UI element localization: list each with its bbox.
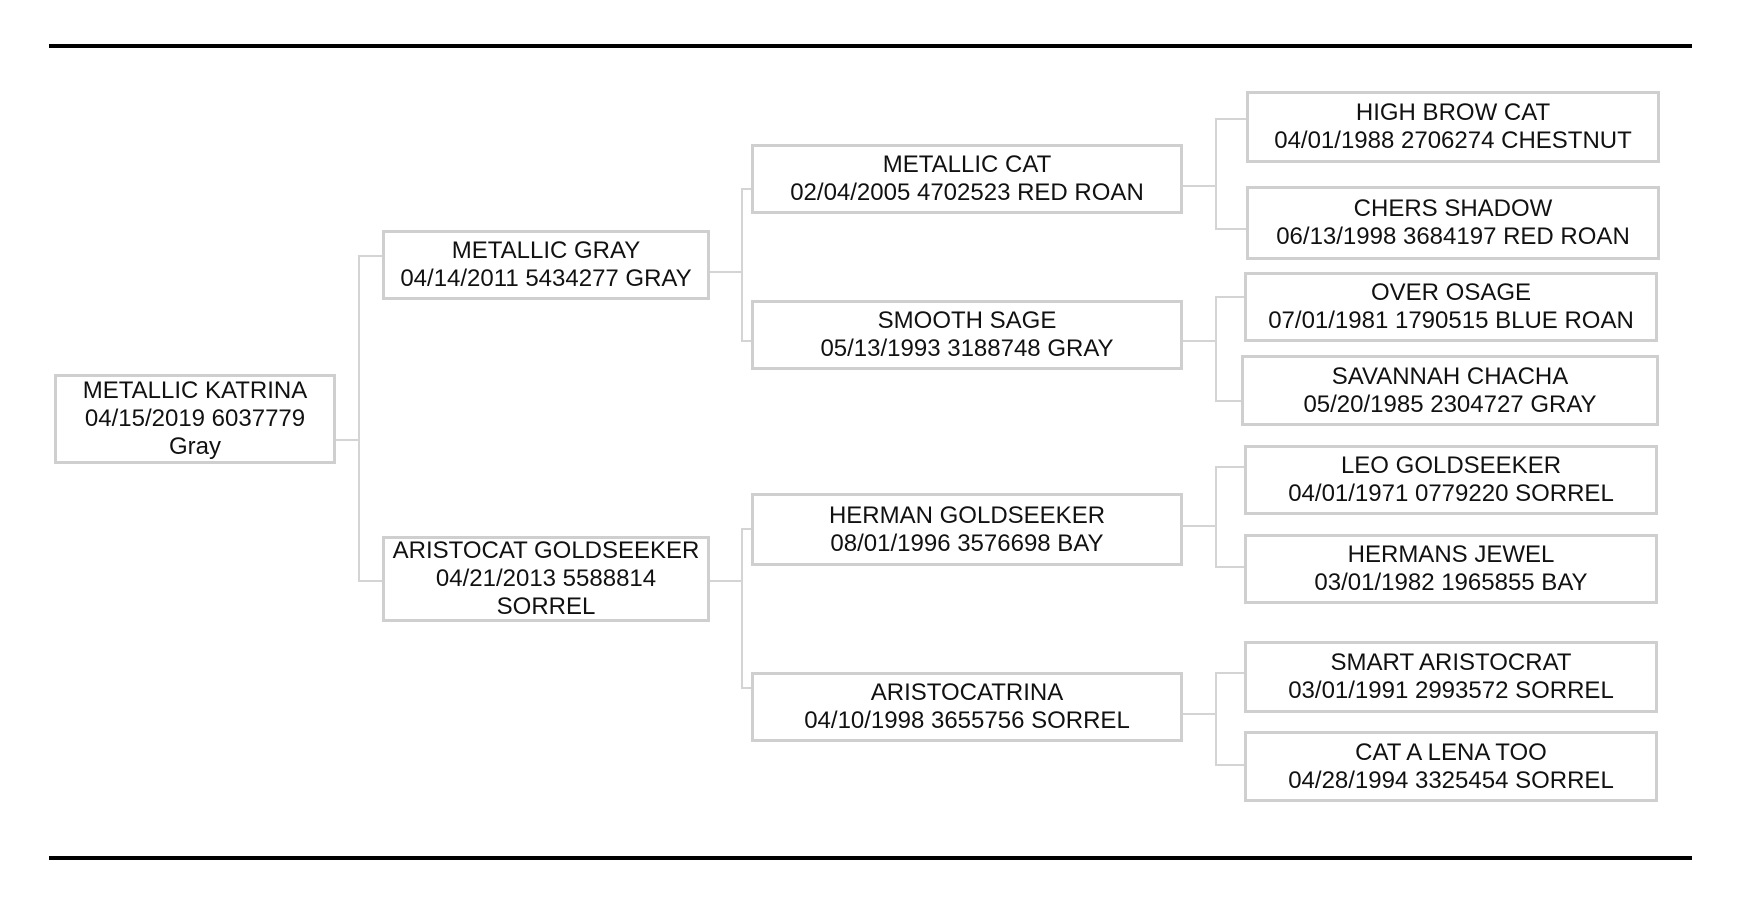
connector (358, 255, 360, 582)
connector (1215, 764, 1245, 766)
connector (1215, 466, 1217, 568)
ancestor-box: SMART ARISTOCRAT 03/01/1991 2993572 SORR… (1244, 641, 1658, 713)
dam-color: SORREL (496, 593, 596, 620)
connector (741, 528, 752, 530)
sire-dam-details: 05/13/1993 3188748 GRAY (820, 335, 1114, 362)
ancestor-box: HERMANS JEWEL 03/01/1982 1965855 BAY (1244, 534, 1658, 604)
bottom-rule (49, 856, 1692, 860)
sire-sire-details: 02/04/2005 4702523 RED ROAN (790, 179, 1144, 206)
connector (741, 528, 743, 689)
connector (1181, 185, 1216, 187)
dam-dam-name: ARISTOCATRINA (870, 679, 1064, 706)
ancestor-box: HIGH BROW CAT 04/01/1988 2706274 CHESTNU… (1246, 91, 1660, 163)
dam-details: 04/21/2013 5588814 (435, 565, 657, 592)
sire-sire-name: METALLIC CAT (882, 151, 1052, 178)
ancestor-name: HIGH BROW CAT (1355, 99, 1551, 126)
connector (358, 580, 383, 582)
sire-sire-box: METALLIC CAT 02/04/2005 4702523 RED ROAN (751, 144, 1183, 214)
connector (1181, 340, 1216, 342)
connector (358, 255, 383, 257)
connector (1181, 713, 1216, 715)
dam-sire-name: HERMAN GOLDSEEKER (828, 501, 1106, 529)
connector (741, 188, 743, 342)
ancestor-details: 03/01/1991 2993572 SORREL (1288, 677, 1614, 704)
connector (1181, 525, 1216, 527)
horse-box: METALLIC KATRINA 04/15/2019 6037779 Gray (54, 374, 336, 464)
sire-name: METALLIC GRAY (451, 237, 641, 264)
ancestor-box: CAT A LENA TOO 04/28/1994 3325454 SORREL (1244, 731, 1658, 802)
sire-details: 04/14/2011 5434277 GRAY (400, 265, 692, 292)
ancestor-name: CHERS SHADOW (1353, 195, 1553, 222)
connector (1215, 672, 1217, 766)
dam-dam-details: 04/10/1998 3655756 SORREL (804, 707, 1130, 734)
connector (1215, 296, 1245, 298)
sire-dam-box: SMOOTH SAGE 05/13/1993 3188748 GRAY (751, 300, 1183, 370)
connector (1215, 400, 1245, 402)
horse-color: Gray (168, 433, 221, 460)
ancestor-box: OVER OSAGE 07/01/1981 1790515 BLUE ROAN (1244, 272, 1658, 342)
connector (1215, 672, 1245, 674)
top-rule (49, 44, 1692, 48)
connector (1215, 118, 1247, 120)
ancestor-details: 07/01/1981 1790515 BLUE ROAN (1268, 307, 1634, 334)
dam-name: ARISTOCAT GOLDSEEKER (392, 537, 700, 564)
ancestor-details: 04/01/1971 0779220 SORREL (1288, 480, 1614, 507)
dam-box: ARISTOCAT GOLDSEEKER 04/21/2013 5588814 … (382, 536, 710, 622)
connector (1215, 118, 1217, 230)
horse-name: METALLIC KATRINA (82, 377, 308, 404)
dam-sire-box: HERMAN GOLDSEEKER 08/01/1996 3576698 BAY (751, 493, 1183, 566)
connector (708, 271, 742, 273)
ancestor-details: 04/01/1988 2706274 CHESTNUT (1274, 127, 1632, 154)
connector (741, 188, 752, 190)
ancestor-box: SAVANNAH CHACHA 05/20/1985 2304727 GRAY (1241, 355, 1659, 426)
connector (1215, 296, 1217, 402)
dam-dam-box: ARISTOCATRINA 04/10/1998 3655756 SORREL (751, 672, 1183, 742)
ancestor-name: LEO GOLDSEEKER (1340, 452, 1562, 479)
sire-box: METALLIC GRAY 04/14/2011 5434277 GRAY (382, 230, 710, 300)
connector (708, 580, 742, 582)
ancestor-box: LEO GOLDSEEKER 04/01/1971 0779220 SORREL (1244, 445, 1658, 515)
ancestor-name: SMART ARISTOCRAT (1330, 649, 1572, 676)
ancestor-box: CHERS SHADOW 06/13/1998 3684197 RED ROAN (1246, 186, 1660, 260)
ancestor-name: SAVANNAH CHACHA (1331, 362, 1569, 390)
connector (1215, 466, 1245, 468)
ancestor-details: 06/13/1998 3684197 RED ROAN (1276, 223, 1630, 250)
ancestor-details: 04/28/1994 3325454 SORREL (1288, 766, 1614, 794)
dam-sire-details: 08/01/1996 3576698 BAY (830, 529, 1104, 557)
sire-dam-name: SMOOTH SAGE (877, 307, 1057, 334)
ancestor-name: HERMANS JEWEL (1347, 541, 1555, 568)
ancestor-name: OVER OSAGE (1370, 279, 1532, 306)
connector (334, 439, 359, 441)
connector (1215, 566, 1245, 568)
ancestor-details: 03/01/1982 1965855 BAY (1314, 569, 1588, 596)
connector (741, 687, 752, 689)
ancestor-name: CAT A LENA TOO (1355, 738, 1547, 766)
connector (741, 340, 752, 342)
ancestor-details: 05/20/1985 2304727 GRAY (1303, 390, 1597, 418)
connector (1215, 228, 1247, 230)
horse-details: 04/15/2019 6037779 (84, 405, 306, 432)
